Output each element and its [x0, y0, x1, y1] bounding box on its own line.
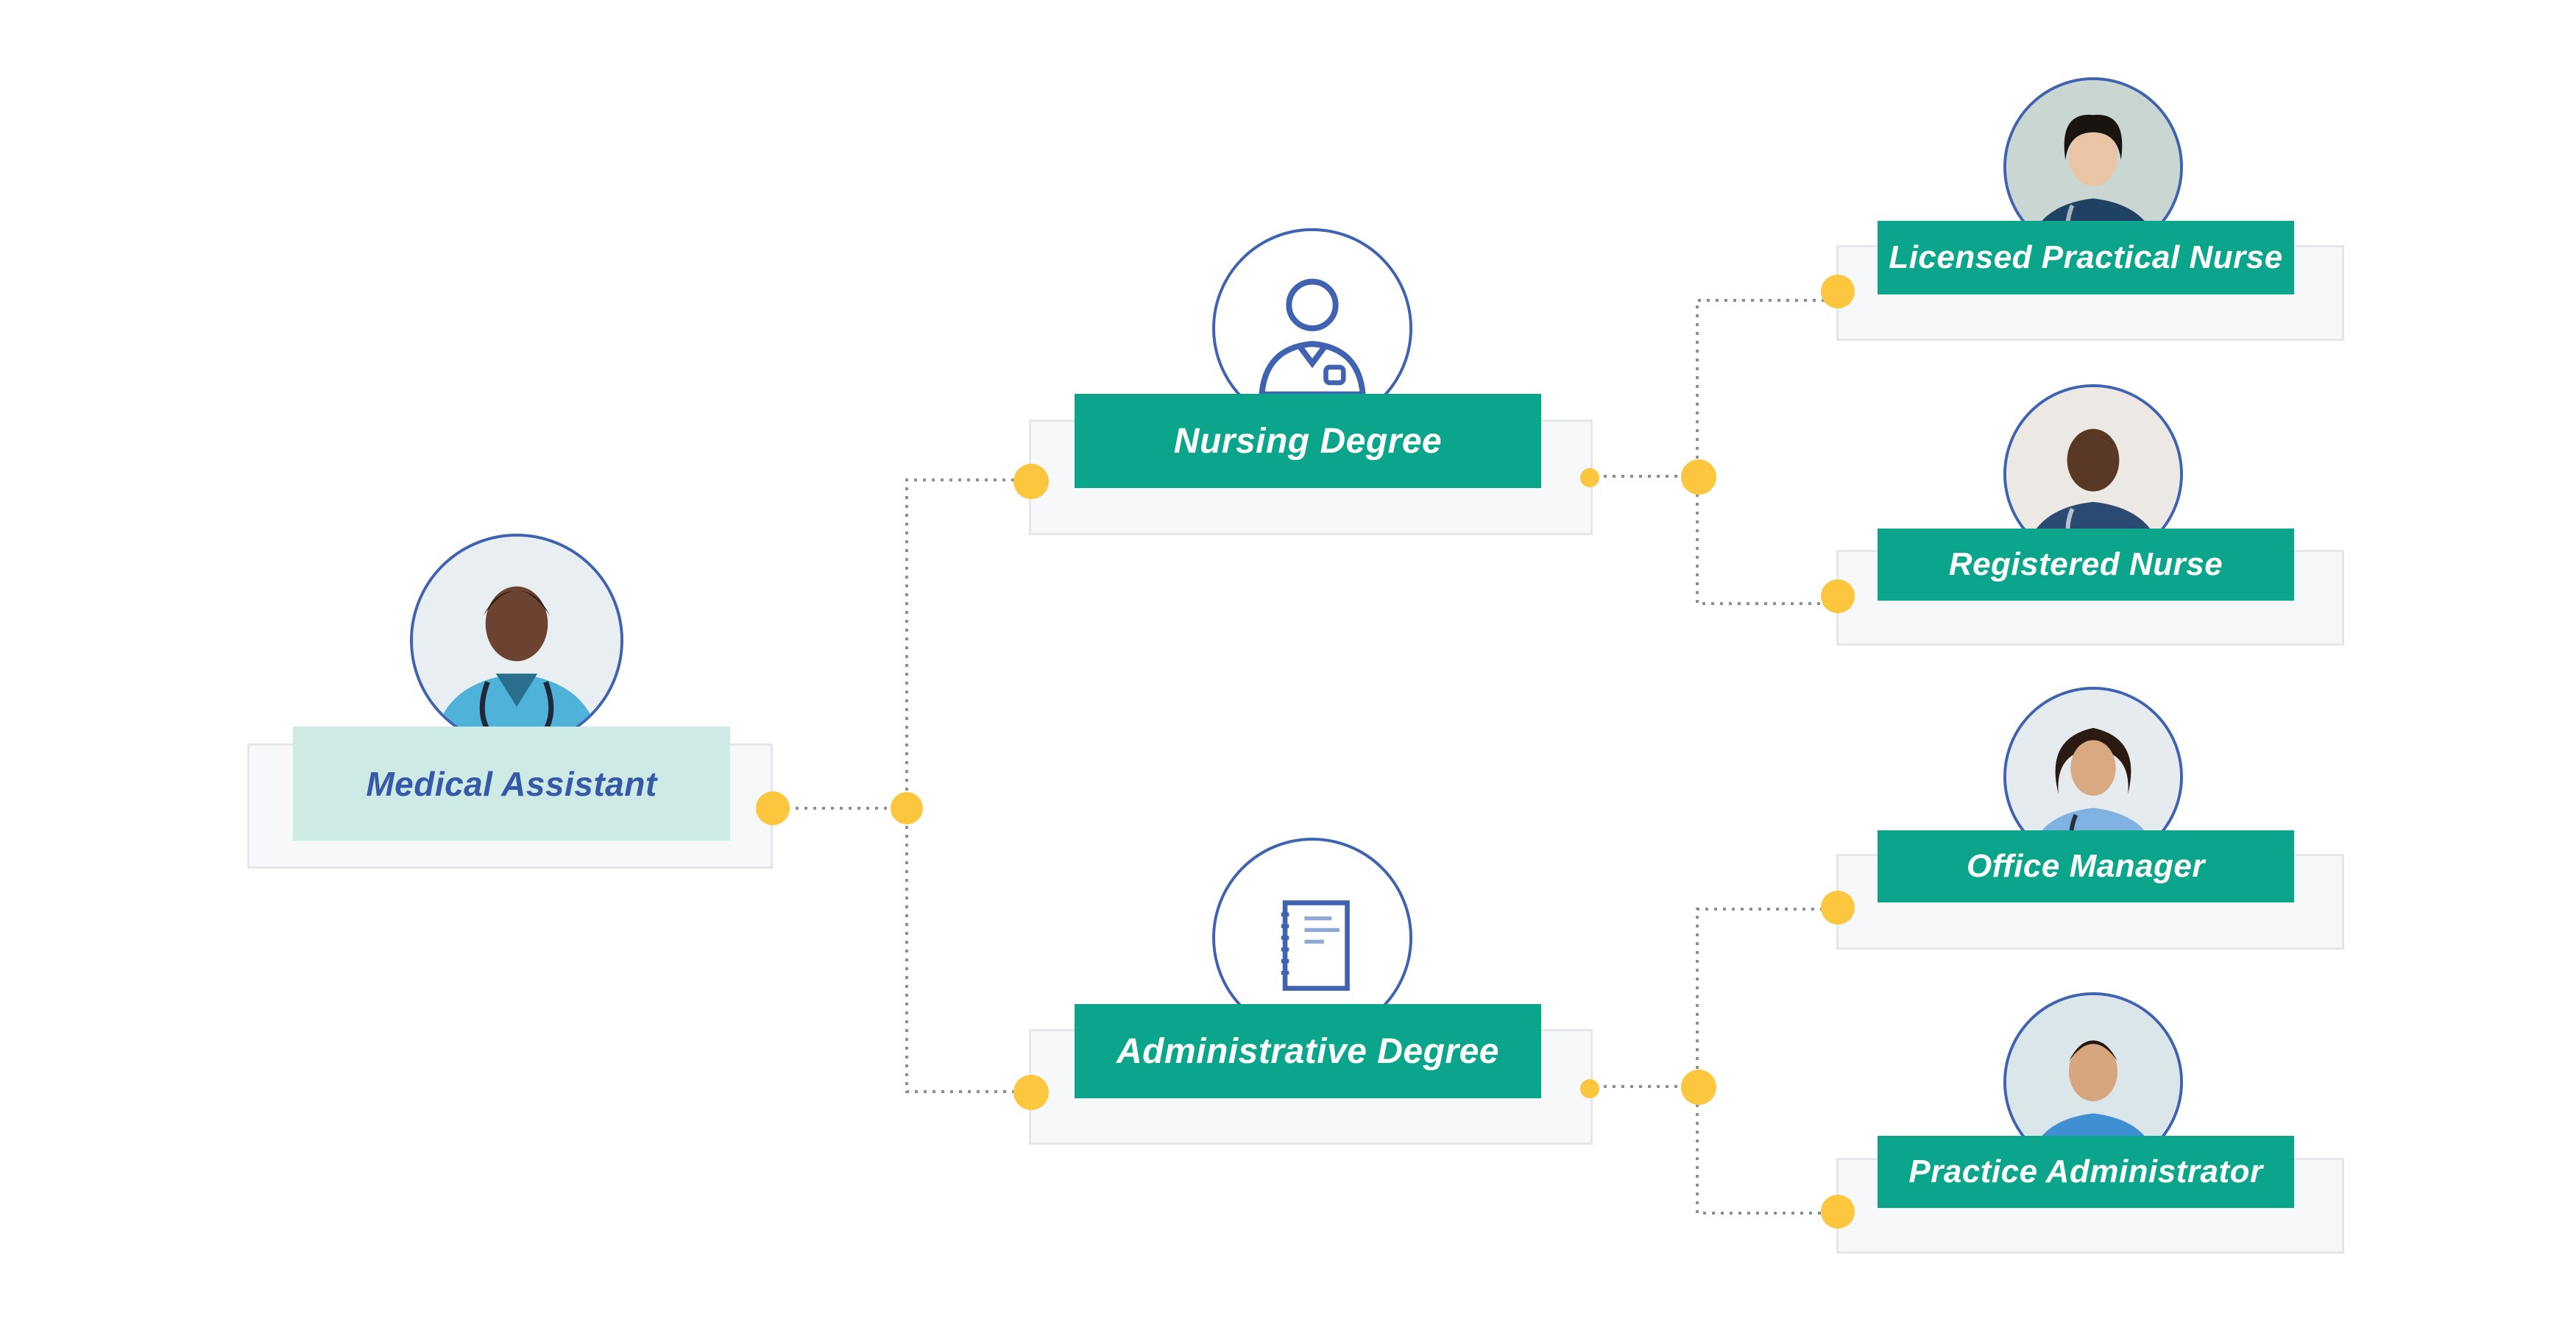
nursing-degree-label: Nursing Degree — [1075, 394, 1541, 488]
connector-admin-split-to-pa — [1696, 1086, 1836, 1215]
nurse-icon — [1259, 278, 1366, 398]
medical-assistant-avatar — [410, 534, 623, 747]
connector-dot — [1821, 1195, 1855, 1229]
practice-administrator-label: Practice Administrator — [1878, 1136, 2294, 1208]
connector-nursing-split-to-rn — [1696, 476, 1836, 605]
connector-dot — [1821, 579, 1855, 613]
connector-dot — [1580, 468, 1599, 487]
connector-dot — [1013, 1075, 1049, 1110]
connector-dot — [891, 792, 923, 824]
office-manager-label: Office Manager — [1878, 830, 2294, 902]
person-photo-icon — [413, 537, 620, 744]
connector-dot — [1580, 1079, 1599, 1098]
connector-dot — [1681, 1070, 1716, 1105]
connector-dot — [1681, 459, 1716, 495]
medical-assistant-label: Medical Assistant — [293, 727, 730, 841]
administrative-degree-label: Administrative Degree — [1075, 1004, 1541, 1098]
connector-dot — [1821, 891, 1855, 925]
connector-split-to-admin — [905, 808, 1029, 1093]
connector-dot — [756, 791, 790, 825]
connector-admin-split-to-om — [1696, 908, 1836, 1086]
connector-nursing-split-to-lpn — [1696, 299, 1836, 476]
notebook-icon — [1281, 900, 1350, 991]
connector-dot — [1821, 275, 1855, 308]
licensed-practical-nurse-label: Licensed Practical Nurse — [1878, 221, 2294, 294]
connector-dot — [1013, 464, 1049, 499]
registered-nurse-label: Registered Nurse — [1878, 529, 2294, 601]
connector-split-to-nursing — [905, 478, 1029, 808]
